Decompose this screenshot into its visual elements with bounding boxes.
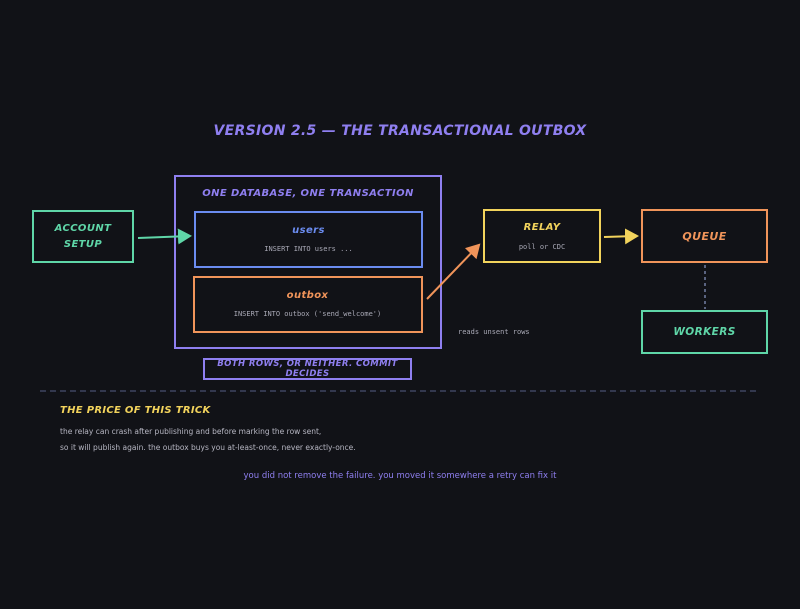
relay-box: [483, 209, 601, 263]
workers-label: WORKERS: [673, 326, 736, 338]
price-line-1: the relay can crash after publishing and…: [60, 427, 322, 436]
users-box: [194, 211, 423, 268]
price-line-2: so it will publish again. the outbox buy…: [60, 443, 356, 452]
arrow-relay-to-queue: [603, 228, 639, 245]
relay-reads-note: reads unsent rows: [458, 328, 530, 336]
account-setup-box: [32, 210, 134, 263]
outbox-title: outbox: [286, 289, 329, 301]
price-closing: you did not remove the failure. you move…: [243, 471, 557, 481]
commit-footer-label: BOTH ROWS, OR NEITHER. COMMIT DECIDES: [217, 359, 398, 379]
price-heading: THE PRICE OF THIS TRICK: [60, 405, 211, 416]
page-title: VERSION 2.5 — THE TRANSACTIONAL OUTBOX: [213, 123, 587, 139]
users-title: users: [292, 224, 325, 236]
outbox-sql: INSERT INTO outbox ('send_welcome'): [233, 310, 382, 318]
commit-footer-box: [203, 358, 412, 380]
relay-title: RELAY: [523, 221, 561, 233]
relay-sub: poll or CDC: [518, 243, 566, 251]
workers-box: [641, 310, 768, 354]
queue-label: QUEUE: [682, 229, 727, 243]
queue-box: [641, 209, 768, 263]
transaction-label: ONE DATABASE, ONE TRANSACTION: [202, 187, 414, 199]
account-setup-label: ACCOUNT SETUP: [54, 222, 112, 250]
users-sql: INSERT INTO users ...: [264, 245, 353, 253]
transaction-box: [174, 175, 442, 349]
arrow-account-to-users: [137, 228, 192, 245]
arrow-outbox-to-relay: [426, 243, 481, 300]
outbox-box: [193, 276, 423, 333]
